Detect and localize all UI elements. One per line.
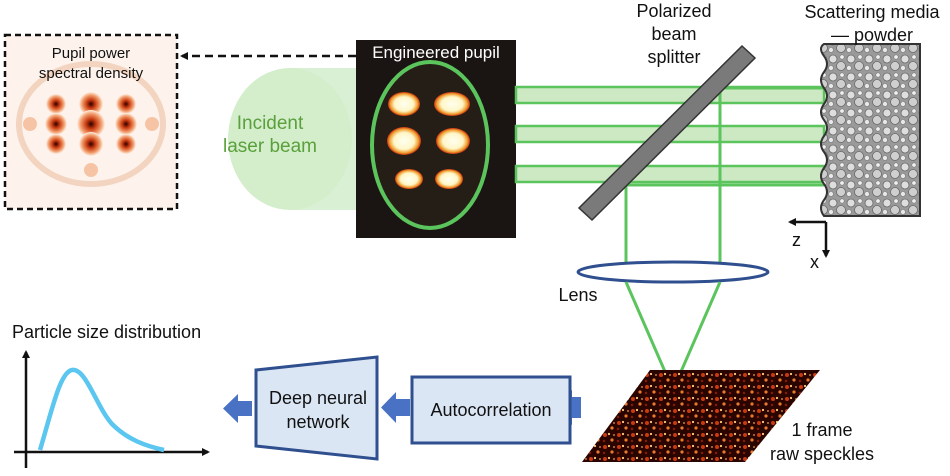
scattering-media: Scattering media — powder xyxy=(804,2,941,217)
incident-label-line2: laser beam xyxy=(223,136,317,157)
psd-plot-title: Particle size distribution xyxy=(12,322,201,342)
incident-beam: Incident laser beam xyxy=(223,68,370,210)
lens-assembly: Lens xyxy=(558,260,770,394)
splitter-plate xyxy=(577,44,757,222)
psd-spots xyxy=(23,92,159,177)
coordinate-axes: z x xyxy=(788,218,830,272)
size-distribution-plot: Particle size distribution xyxy=(12,322,210,468)
beam-bars xyxy=(514,85,826,184)
speckle-label-line2: raw speckles xyxy=(770,444,874,464)
pbs-label-line2: beam xyxy=(651,24,696,44)
distribution-curve xyxy=(37,367,165,453)
autocorrelation-label: Autocorrelation xyxy=(430,400,551,420)
scatter-label-line1: Scattering media xyxy=(804,2,940,22)
engineered-pupil: Engineered pupil xyxy=(356,40,516,238)
lens xyxy=(576,260,770,284)
psd-panel: Pupil power spectral density xyxy=(3,33,179,211)
dnn-block xyxy=(254,355,379,461)
beam-splitter: Polarized beam splitter xyxy=(577,1,757,222)
powder-sample xyxy=(820,43,921,217)
autocorr-to-dnn-arrow xyxy=(381,392,410,423)
pbs-label-line1: Polarized xyxy=(636,1,711,21)
speckle-image xyxy=(582,370,820,462)
pipeline: Autocorrelation Deep neural network xyxy=(223,355,581,461)
lens-label: Lens xyxy=(558,285,597,305)
speckle-frame: 1 frame raw speckles xyxy=(582,370,874,464)
psd-label-line2: spectral density xyxy=(39,65,144,82)
dnn-label-line2: network xyxy=(286,412,350,432)
incident-label-line1: Incident xyxy=(237,113,304,134)
psd-label-line1: Pupil power xyxy=(52,45,130,62)
scatter-label-line2: — powder xyxy=(831,25,913,45)
engineered-pupil-label: Engineered pupil xyxy=(372,43,500,62)
pbs-label-line3: splitter xyxy=(647,47,700,67)
axis-x-label: x xyxy=(810,252,819,272)
psd-ring xyxy=(16,61,166,187)
dnn-label-line1: Deep neural xyxy=(269,388,367,408)
pupil-spots xyxy=(387,92,470,189)
dnn-to-output-arrow xyxy=(223,394,252,423)
beam-cylinder-face xyxy=(228,68,352,210)
reflected-beam xyxy=(624,86,824,264)
axis-z-label: z xyxy=(792,230,801,250)
speckle-label-line1: 1 frame xyxy=(791,420,852,440)
autocorrelation-box xyxy=(410,375,572,445)
